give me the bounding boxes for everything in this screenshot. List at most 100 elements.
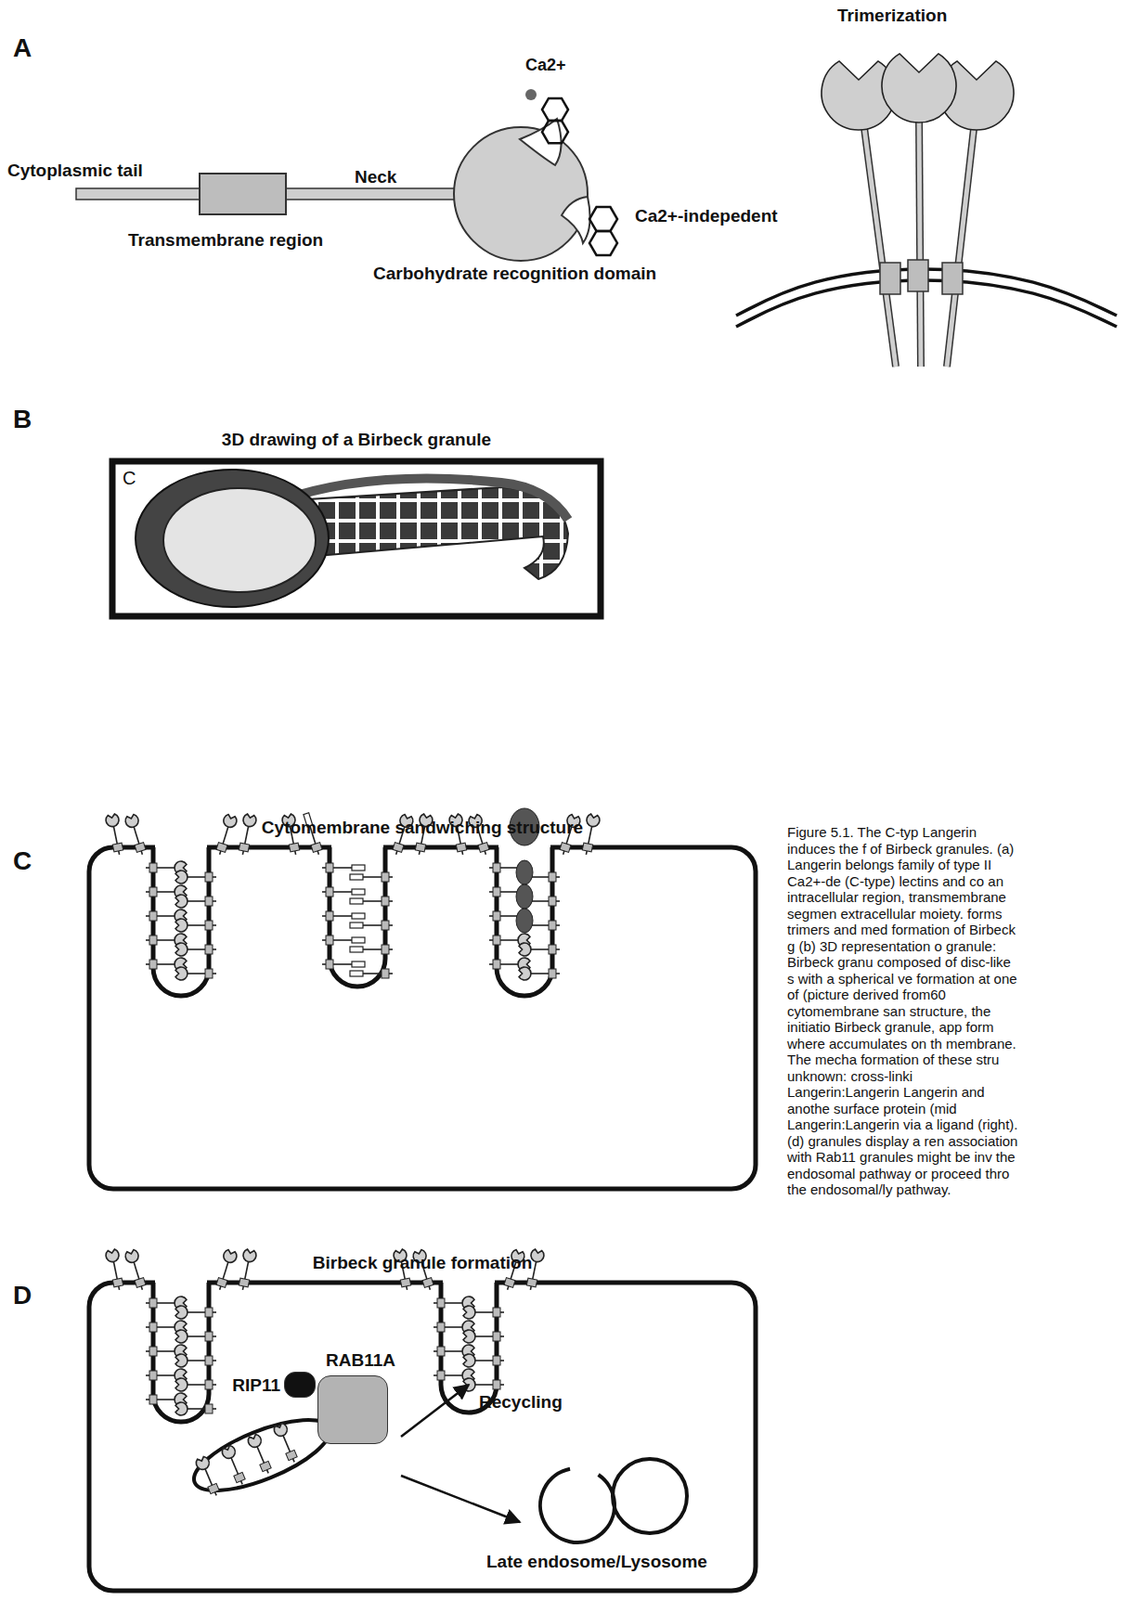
langerin-icon [349,896,393,906]
langerin-icon [548,872,557,882]
pathway-label: Late endosome/Lysosome [486,1552,708,1573]
langerin-icon [463,1354,476,1368]
langerin-icon [175,1378,188,1392]
langerin-icon [175,870,217,884]
langerin-icon [243,1249,257,1263]
langerin-icon [463,1330,476,1344]
langerin-icon [548,944,557,955]
langerin-icon [349,874,363,881]
langerin-icon [149,1395,157,1405]
langerin-icon [238,842,249,853]
langerin-icon [216,1278,228,1289]
langerin-icon [455,842,466,853]
langerin-icon [322,887,365,897]
langerin-icon [216,1250,237,1291]
langerin-icon [205,872,213,882]
part-label: Transmembrane region [128,230,324,251]
langerin-icon [349,969,393,979]
drawing-letter: C [122,467,136,490]
langerin-icon [478,842,490,854]
langerin-icon [233,1472,246,1483]
langerin-icon [205,969,213,979]
langerin-icon [526,1278,537,1288]
langerin-icon [559,842,571,854]
cell-outline [331,843,384,853]
part-label: Neck [354,167,397,188]
langerin-icon [349,922,363,929]
figure-frame: 3D drawing of a Birbeck granule [110,459,603,619]
langerin-icon [105,1249,124,1291]
langerin-icon [175,918,217,932]
langerin-icon [351,937,365,944]
langerin-icon [175,943,188,957]
langerin-icon [223,1250,237,1264]
langerin-icon [392,842,404,854]
langerin-trimer [942,262,963,295]
langerin-icon [285,1449,298,1461]
langerin-icon [518,943,531,957]
langerin-icon [492,1356,501,1366]
langerin-icon [175,1402,217,1416]
langerin-domain-diagram [589,231,618,256]
langerin-icon [149,1322,157,1333]
langerin-icon [325,887,334,897]
langerin-domain-diagram [589,207,618,232]
langerin-icon [400,1278,411,1288]
langerin-domain-diagram [519,118,562,166]
langerin-icon [247,1434,261,1448]
langerin-icon [175,967,188,981]
cell-outline [516,908,533,933]
langerin-icon [175,1402,188,1416]
langerin-icon [205,1356,213,1366]
langerin-icon [492,863,501,873]
langerin-trimer [907,259,929,292]
langerin-icon [149,1298,157,1308]
langerin-icon [125,1250,139,1264]
langerin-icon [175,918,188,932]
cell-outline [89,808,756,1190]
langerin-icon [112,1278,123,1288]
langerin-icon [125,815,146,855]
langerin-icon [134,842,146,854]
langerin-icon [322,863,365,873]
langerin-icon [349,872,393,882]
langerin-icon [351,865,365,871]
langerin-icon [205,1380,213,1390]
langerin-icon [437,1298,445,1308]
langerin-icon [463,1378,505,1392]
langerin-trimer [881,53,957,123]
langerin-icon [325,863,334,873]
langerin-icon [349,970,363,977]
panel-title: Cytomembrane sandwiching structure [89,817,756,839]
figure-caption: Figure 5.1. The C-typ Langerin induces t… [787,824,1020,1199]
langerin-icon [349,944,393,955]
langerin-icon [205,920,213,931]
langerin-icon [492,887,501,897]
panel-letter: B [12,404,32,435]
langerin-icon [422,1278,434,1289]
panel-title: Birbeck granule formation [89,1253,756,1274]
langerin-icon [149,959,157,970]
langerin-icon [381,896,389,906]
birbeck-granule-drawing [112,461,601,617]
langerin-icon [381,969,389,979]
langerin-icon [195,1456,209,1470]
cell-panel: Birbeck granule formationRAB11ARIP11 [89,1282,756,1592]
langerin-icon [530,1249,544,1263]
langerin-icon [463,1306,476,1320]
pathway-arrow [401,1475,520,1523]
panel-letter: A [12,33,32,64]
birbeck-granule-drawing [163,488,316,593]
langerin-icon [504,1278,516,1289]
langerin-icon [175,943,217,957]
langerin-icon [238,1249,257,1291]
langerin-icon [205,1332,213,1342]
birbeck-granule-drawing [112,461,601,617]
langerin-domain-diagram [542,98,569,121]
langerin-icon [492,1332,501,1342]
langerin-icon [437,1346,445,1357]
langerin-icon [310,842,323,854]
langerin-icon [548,969,557,979]
langerin-icon [437,1322,445,1333]
